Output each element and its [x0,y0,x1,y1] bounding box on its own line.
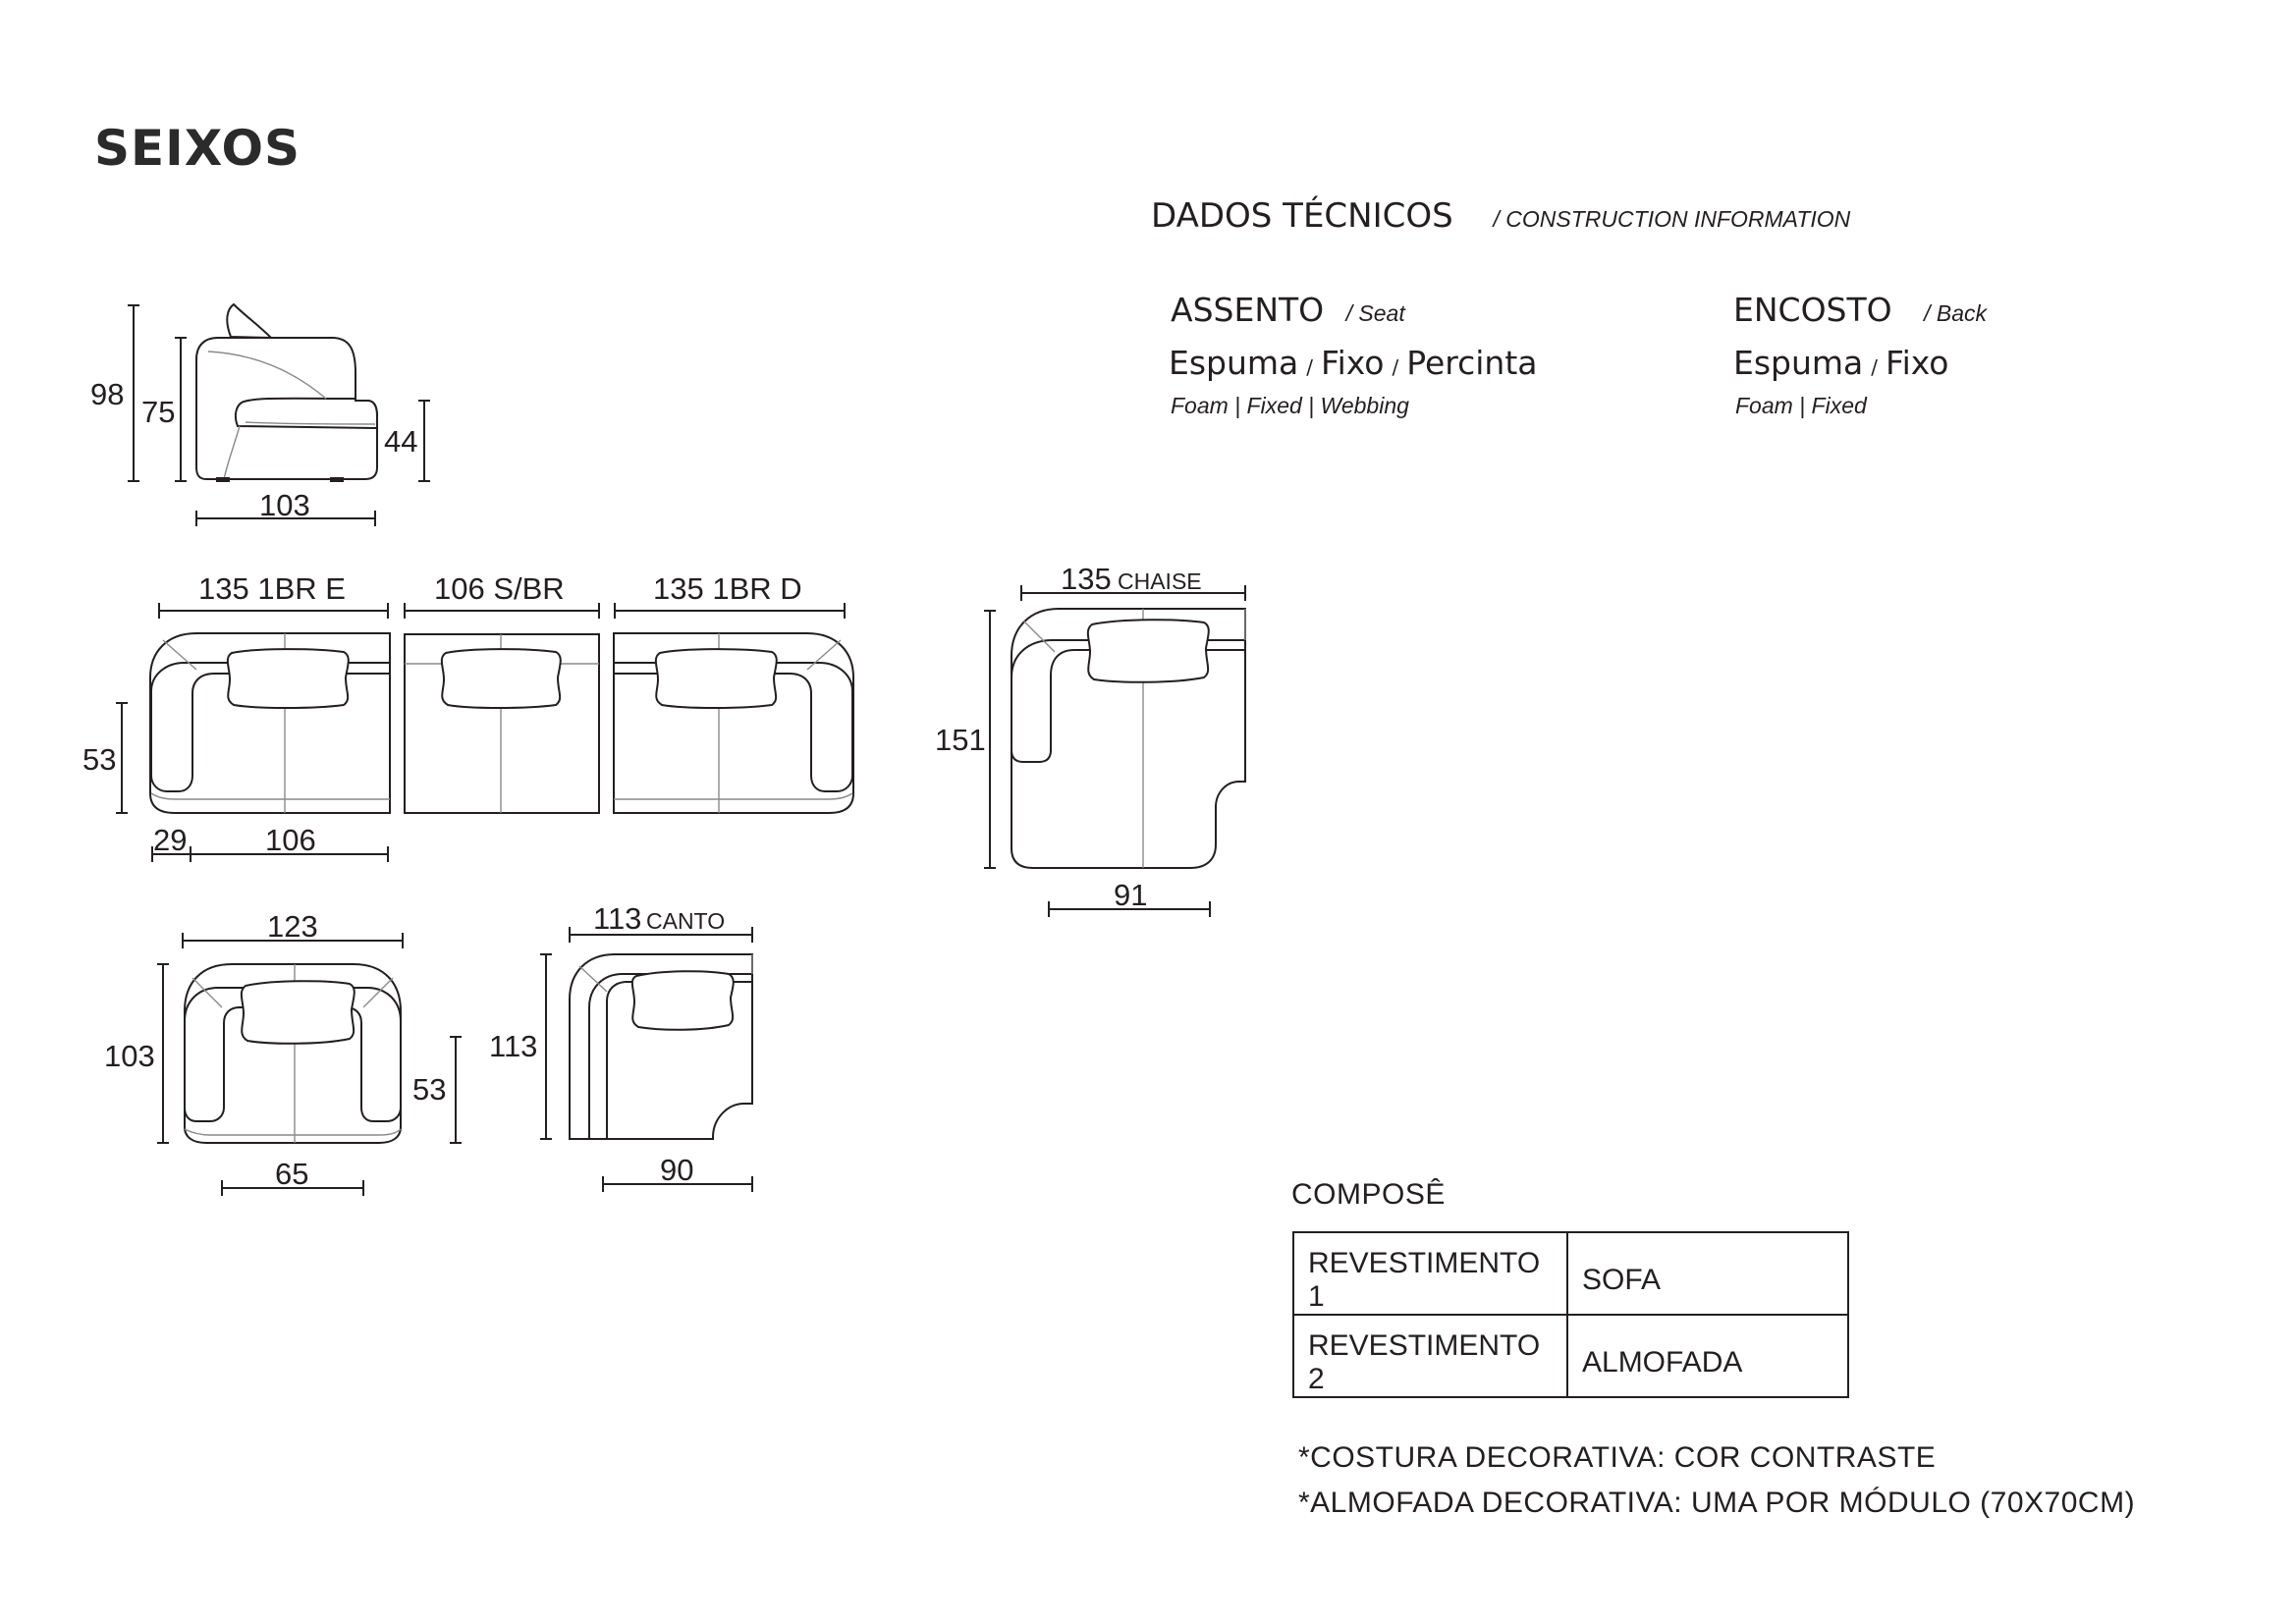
table-row: REVESTIMENTO 1 SOFA [1292,1231,1849,1316]
table-row: REVESTIMENTO 2 ALMOFADA [1292,1314,1849,1398]
back-item-foam: Espuma [1733,344,1864,382]
note-stitching: *COSTURA DECORATIVA: COR CONTRASTE [1298,1441,1937,1474]
seat-item-fixed: Fixo [1321,344,1385,382]
dim-side-total-height: 98 [90,377,124,411]
note-cushion: *ALMOFADA DECORATIVA: UMA POR MÓDULO (70… [1298,1487,2136,1519]
compose-value: SOFA [1566,1231,1849,1316]
dim-module-arm-height: 53 [82,742,116,777]
chaise-drawing [984,585,1246,917]
seat-items: Espuma/Fixo/Percinta [1169,344,1538,382]
back-items-en: Foam | Fixed [1735,393,1867,418]
dim-side-back-height: 75 [141,395,175,429]
dim-module-sbr: 106 S/BR [434,571,565,606]
dim-canto-depth: 113 [489,1029,537,1063]
product-title: SEIXOS [94,120,301,177]
tech-heading: DADOS TÉCNICOS / CONSTRUCTION INFORMATIO… [1151,196,1850,236]
dim-armchair-seat: 65 [275,1157,308,1191]
dim-chaise-depth: 151 [935,723,986,757]
compose-heading: COMPOSÊ [1291,1178,1446,1211]
compose-table: REVESTIMENTO 1 SOFA REVESTIMENTO 2 ALMOF… [1292,1231,1849,1398]
dim-canto-label: CANTO [646,908,725,934]
back-label-en: / Back [1924,300,1988,326]
seat-items-en: Foam | Fixed | Webbing [1171,393,1409,418]
dim-side-depth: 103 [259,488,310,522]
compose-key: REVESTIMENTO 2 [1292,1314,1568,1398]
dim-chaise-label: CHAISE [1118,568,1202,594]
compose-value: ALMOFADA [1566,1314,1849,1398]
seat-item-foam: Espuma [1169,344,1299,382]
dim-side-seat-height: 44 [384,424,417,459]
seat-item-webbing: Percinta [1406,344,1538,382]
back-item-fixed: Fixo [1886,344,1949,382]
dim-module-1br-d: 135 1BR D [653,571,802,606]
seat-label-row: ASSENTO / Seat [1171,291,1405,329]
dim-canto-width: 113 [593,901,641,936]
tech-heading-label: DADOS TÉCNICOS [1151,196,1453,236]
dim-canto-bottom: 90 [660,1153,693,1187]
dim-module-seat-width: 106 [265,823,316,857]
back-items: Espuma/Fixo [1733,344,1949,382]
dim-armchair-depth: 103 [104,1039,155,1073]
dim-chaise-width: 135 [1061,562,1112,596]
dim-armchair-width: 123 [267,909,318,944]
compose-key: REVESTIMENTO 1 [1292,1231,1568,1316]
dim-module-arm-width: 29 [153,823,187,857]
dim-module-1br-e: 135 1BR E [198,571,346,606]
dim-chaise-bottom: 91 [1114,878,1147,912]
side-view-drawing [128,302,430,526]
back-label-row: ENCOSTO / Back [1733,291,1987,329]
seat-label-en: / Seat [1345,300,1405,326]
modules-row-drawing [116,603,854,862]
dim-armchair-arm-height: 53 [412,1072,446,1107]
seat-label: ASSENTO [1171,291,1325,329]
tech-heading-en: / CONSTRUCTION INFORMATION [1493,206,1851,232]
back-label: ENCOSTO [1733,291,1892,329]
canto-drawing [540,927,753,1192]
armchair-drawing [157,933,462,1196]
